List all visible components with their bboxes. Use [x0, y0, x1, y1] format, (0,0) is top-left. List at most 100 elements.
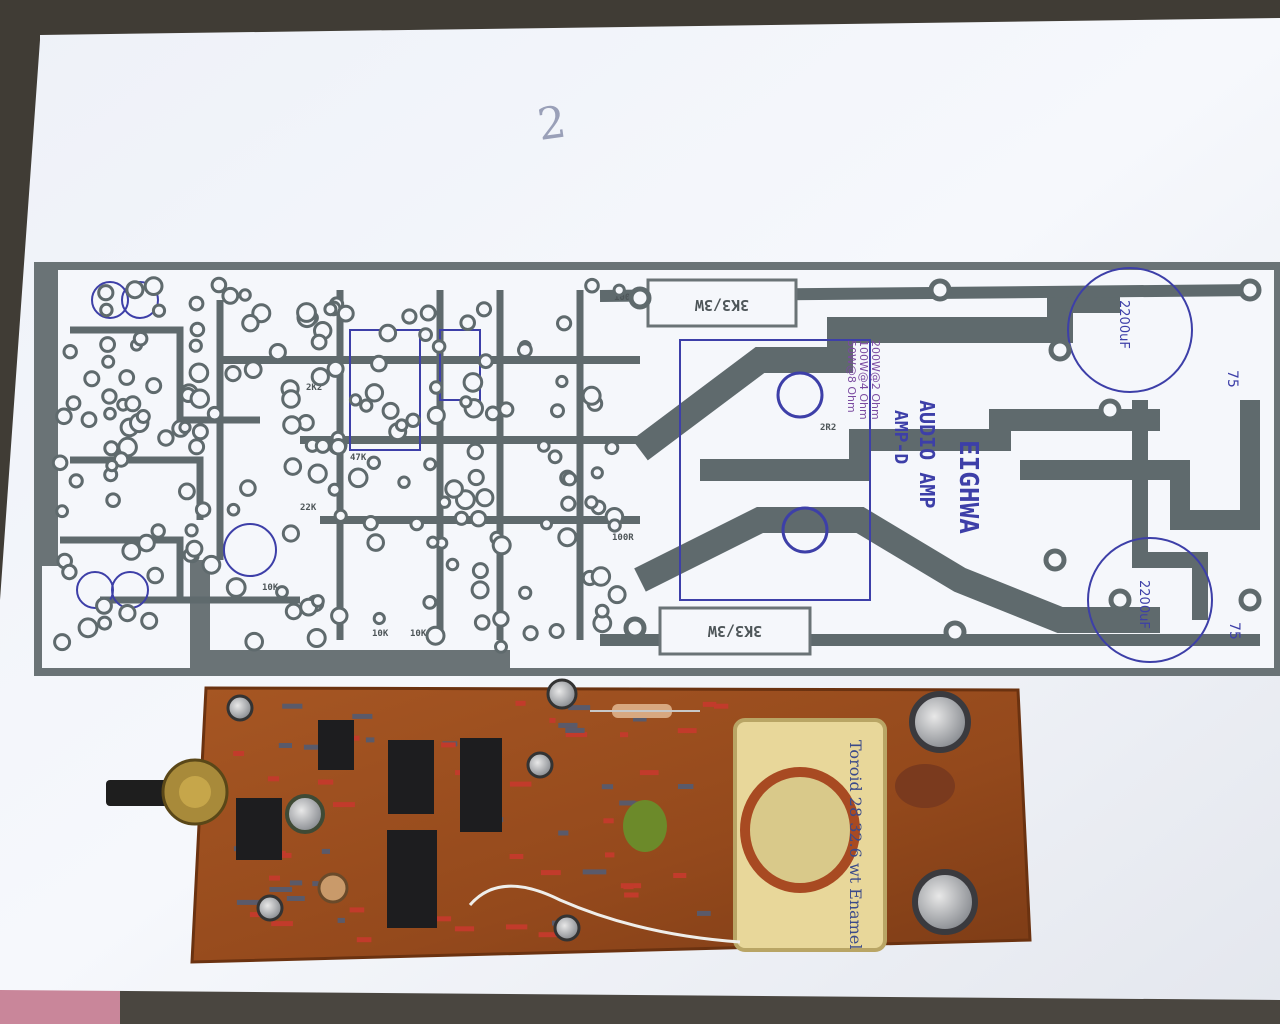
print-pad — [556, 315, 573, 332]
capacitor-small-2 — [317, 872, 349, 904]
print-pad — [550, 403, 565, 419]
print-pad — [124, 395, 142, 413]
board-component — [356, 937, 372, 943]
board-component — [269, 887, 293, 892]
print-pad — [188, 438, 206, 456]
transformer-core-ring — [740, 767, 860, 893]
board-component — [333, 802, 355, 808]
print-cap-top-outline — [1067, 267, 1193, 393]
board-component — [549, 717, 556, 723]
print-pad — [125, 280, 145, 300]
print-pad — [333, 508, 348, 524]
print-pad — [132, 330, 149, 347]
print-pad — [210, 276, 228, 294]
board-component — [278, 743, 292, 748]
print-pad-large — [928, 278, 952, 302]
print-pad-large — [1238, 588, 1262, 612]
print-pad — [310, 367, 330, 387]
print-transistor-lower — [781, 506, 829, 554]
print-pad — [188, 338, 203, 353]
print-side-label-bottom: 75 — [1226, 622, 1242, 640]
print-outline-heatsink — [679, 339, 871, 601]
pink-object-corner — [0, 990, 120, 1024]
print-pad — [281, 524, 300, 543]
print-pad — [581, 385, 602, 406]
print-pad — [206, 405, 223, 422]
ic-chip-3 — [388, 740, 434, 814]
print-pad — [469, 510, 488, 528]
print-pad — [224, 365, 242, 383]
print-pad — [191, 423, 209, 441]
film-capacitor-green — [623, 800, 667, 852]
board-component — [623, 884, 634, 890]
print-small-label: 2K2 — [306, 383, 322, 393]
print-side-label-top: 75 — [1224, 370, 1240, 388]
print-copper-bottom-left — [190, 560, 210, 670]
print-pad — [372, 611, 386, 626]
board-component — [677, 728, 697, 734]
print-trace-output-lower — [634, 507, 1160, 633]
print-pad — [61, 563, 78, 581]
board-component — [697, 910, 711, 916]
print-pad — [306, 628, 327, 648]
print-pad — [275, 585, 289, 599]
board-component — [435, 916, 452, 922]
print-pad — [143, 276, 164, 297]
print-pad — [409, 516, 425, 532]
print-pad — [151, 303, 167, 318]
print-pad — [105, 459, 119, 473]
print-pad-large — [628, 286, 652, 310]
board-component — [558, 722, 578, 728]
print-pad — [370, 354, 388, 373]
print-pad — [95, 596, 113, 615]
board-component — [568, 705, 591, 711]
print-pad — [150, 523, 166, 539]
print-cap-small-1 — [91, 281, 129, 319]
print-small-label: 100R — [612, 533, 634, 543]
print-pad — [281, 389, 301, 409]
print-pad — [397, 475, 411, 489]
print-pad — [326, 359, 345, 378]
print-pad — [178, 420, 192, 434]
print-pad — [366, 533, 386, 552]
print-pad — [68, 473, 84, 489]
print-pad — [238, 288, 252, 302]
print-pad — [347, 467, 369, 489]
print-pad — [612, 283, 626, 297]
print-pad — [118, 604, 137, 623]
print-pad — [282, 415, 302, 435]
print-pad — [462, 372, 484, 393]
print-transistor-upper — [776, 371, 824, 419]
white-wire — [468, 884, 741, 944]
board-component — [509, 781, 532, 787]
print-pad — [607, 585, 627, 605]
print-pad — [99, 336, 116, 353]
print-pad — [607, 518, 622, 533]
board-component — [365, 737, 375, 743]
capacitor-small-4 — [526, 751, 554, 779]
board-component — [318, 779, 334, 785]
capacitor-small-5 — [553, 914, 581, 942]
print-small-label: 10K — [410, 629, 427, 639]
print-pad — [243, 360, 263, 380]
print-pad-large — [1043, 548, 1067, 572]
print-pad — [329, 438, 347, 456]
print-pad — [185, 539, 204, 558]
print-pad — [83, 370, 101, 388]
print-pad — [471, 562, 489, 580]
capacitor-large-2 — [912, 869, 978, 935]
board-component — [538, 932, 557, 938]
print-pad — [244, 631, 264, 652]
print-pad — [604, 440, 620, 456]
ic-chip-1 — [387, 830, 437, 928]
board-component — [509, 854, 524, 859]
board-component — [565, 727, 585, 733]
print-pad — [188, 362, 210, 384]
print-pad — [105, 492, 121, 509]
print-pad — [307, 463, 328, 484]
print-pad — [55, 407, 73, 426]
pcb-layout-print: 3K3/3W 3K3/3W EIGHWA AUDIO AMP AMP-D 200… — [34, 262, 1280, 676]
board-component — [441, 742, 456, 748]
board-component — [565, 732, 588, 738]
print-pad — [140, 611, 159, 630]
